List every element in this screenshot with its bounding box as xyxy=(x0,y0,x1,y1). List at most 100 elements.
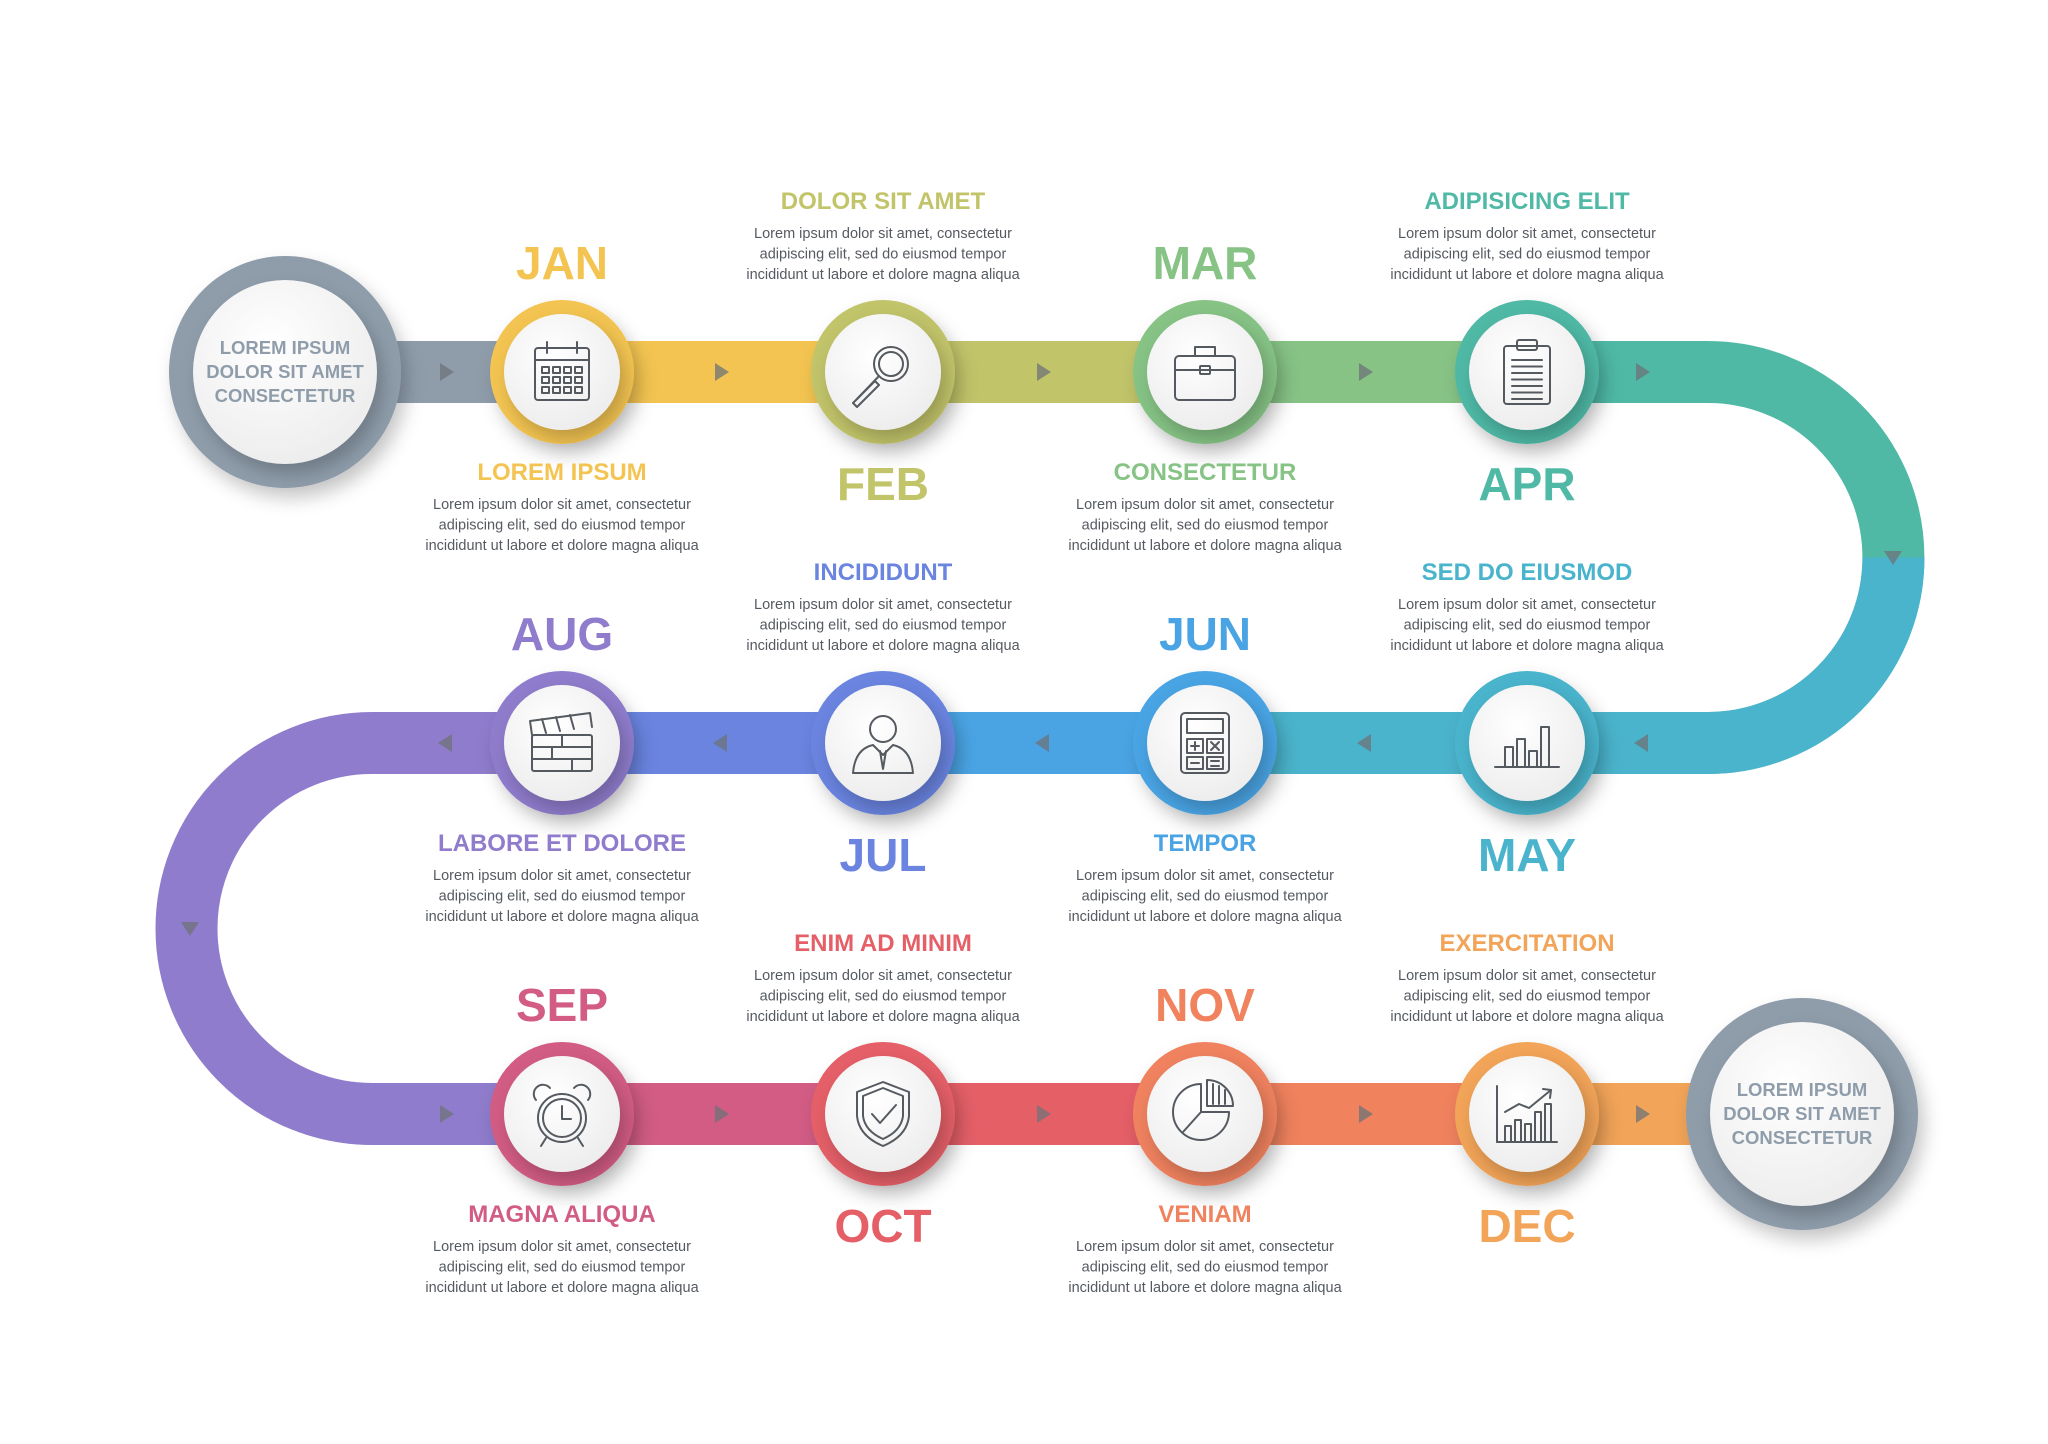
step-node-jan xyxy=(490,300,634,444)
step-title: VENIAM xyxy=(1158,1201,1251,1228)
month-label: DEC xyxy=(1478,1200,1575,1252)
step-description-line: incididunt ut labore et dolore magna ali… xyxy=(746,1009,1020,1025)
step-description-line: incididunt ut labore et dolore magna ali… xyxy=(1068,538,1342,554)
step-description-line: Lorem ipsum dolor sit amet, consectetur xyxy=(1398,968,1656,984)
arrow-icon xyxy=(1636,363,1650,381)
track-curve-right-lower xyxy=(1707,556,1925,774)
calculator-icon xyxy=(1180,712,1230,774)
step-title: SED DO EIUSMOD xyxy=(1422,559,1633,586)
step-title: ENIM AD MINIM xyxy=(794,930,972,957)
step-node-oct xyxy=(811,1042,955,1186)
arrow-icon xyxy=(181,922,199,936)
step-description-line: incididunt ut labore et dolore magna ali… xyxy=(1390,1009,1664,1025)
node-disc xyxy=(1147,685,1263,801)
month-label: MAR xyxy=(1153,237,1258,289)
step-description-line: incididunt ut labore et dolore magna ali… xyxy=(1068,909,1342,925)
step-description-line: adipiscing elit, sed do eiusmod tempor xyxy=(760,618,1007,634)
arrow-icon xyxy=(1636,1105,1650,1123)
arrow-icon xyxy=(1035,734,1049,752)
step-node-jun xyxy=(1133,671,1277,815)
step-description-line: Lorem ipsum dolor sit amet, consectetur xyxy=(1398,597,1656,613)
arrow-icon xyxy=(715,363,729,381)
step-description-line: adipiscing elit, sed do eiusmod tempor xyxy=(439,889,686,905)
track-curve-left xyxy=(155,712,373,1145)
step-title: LOREM IPSUM xyxy=(477,459,646,486)
step-node-sep xyxy=(490,1042,634,1186)
month-label: AUG xyxy=(511,608,613,660)
alarm-clock-icon xyxy=(532,1083,592,1147)
step-title: MAGNA ALIQUA xyxy=(468,1201,656,1228)
growth-chart-icon xyxy=(1496,1085,1558,1143)
month-label: FEB xyxy=(837,458,929,510)
arrow-icon xyxy=(1037,1105,1051,1123)
step-description-line: adipiscing elit, sed do eiusmod tempor xyxy=(760,989,1007,1005)
step-description-line: adipiscing elit, sed do eiusmod tempor xyxy=(1404,989,1651,1005)
node-disc xyxy=(825,1056,941,1172)
step-description-line: incididunt ut labore et dolore magna ali… xyxy=(425,1280,699,1296)
step-description-line: incididunt ut labore et dolore magna ali… xyxy=(746,267,1020,283)
step-labels-apr: APR ADIPISICING ELIT Lorem ipsum dolor sit… xyxy=(1390,188,1664,510)
step-description-line: Lorem ipsum dolor sit amet, consectetur xyxy=(754,226,1012,242)
step-description-line: Lorem ipsum dolor sit amet, consectetur xyxy=(433,868,691,884)
node-disc xyxy=(1469,685,1585,801)
step-description-line: Lorem ipsum dolor sit amet, consectetur xyxy=(1398,226,1656,242)
step-node-dec xyxy=(1455,1042,1599,1186)
step-title: CONSECTETUR xyxy=(1114,459,1297,486)
step-node-mar xyxy=(1133,300,1277,444)
arrow-icon xyxy=(440,363,454,381)
pie-chart-icon xyxy=(1172,1079,1234,1141)
arrow-icon xyxy=(440,1105,454,1123)
step-node-feb xyxy=(811,300,955,444)
step-node-aug xyxy=(490,671,634,815)
month-label: JAN xyxy=(516,237,608,289)
month-label: APR xyxy=(1478,458,1575,510)
month-label: OCT xyxy=(834,1200,931,1252)
end-circle-text: DOLOR SIT AMET xyxy=(206,361,364,382)
month-label: JUL xyxy=(840,829,927,881)
node-disc xyxy=(1469,1056,1585,1172)
end-circle-text: CONSECTETUR xyxy=(1732,1127,1873,1148)
arrow-icon xyxy=(1357,734,1371,752)
step-description-line: adipiscing elit, sed do eiusmod tempor xyxy=(1082,889,1329,905)
month-label: JUN xyxy=(1159,608,1251,660)
step-description-line: Lorem ipsum dolor sit amet, consectetur xyxy=(1076,1239,1334,1255)
step-title: TEMPOR xyxy=(1154,830,1257,857)
end-circle-text: LOREM IPSUM xyxy=(1737,1079,1868,1100)
step-description-line: Lorem ipsum dolor sit amet, consectetur xyxy=(1076,497,1334,513)
step-description-line: incididunt ut labore et dolore magna ali… xyxy=(425,909,699,925)
step-title: LABORE ET DOLORE xyxy=(438,830,686,857)
arrow-icon xyxy=(1359,363,1373,381)
arrow-icon xyxy=(713,734,727,752)
arrow-icon xyxy=(1634,734,1648,752)
node-disc xyxy=(1147,314,1263,430)
month-label: MAY xyxy=(1478,829,1576,881)
step-title: DOLOR SIT AMET xyxy=(781,188,986,215)
step-title: ADIPISICING ELIT xyxy=(1424,188,1630,215)
calendar-icon xyxy=(534,341,590,401)
end-circle-text: LOREM IPSUM xyxy=(220,337,351,358)
briefcase-icon xyxy=(1174,346,1236,401)
step-description-line: adipiscing elit, sed do eiusmod tempor xyxy=(1082,1260,1329,1276)
step-labels-oct: OCT ENIM AD MINIM Lorem ipsum dolor sit am… xyxy=(746,930,1020,1252)
step-description-line: Lorem ipsum dolor sit amet, consectetur xyxy=(754,968,1012,984)
step-node-apr xyxy=(1455,300,1599,444)
arrow-icon xyxy=(1037,363,1051,381)
shield-check-icon xyxy=(856,1081,910,1147)
step-description-line: adipiscing elit, sed do eiusmod tempor xyxy=(439,1260,686,1276)
clapperboard-icon xyxy=(529,712,593,772)
step-node-nov xyxy=(1133,1042,1277,1186)
step-node-may xyxy=(1455,671,1599,815)
node-disc xyxy=(1147,1056,1263,1172)
step-description-line: Lorem ipsum dolor sit amet, consectetur xyxy=(433,1239,691,1255)
step-description-line: incididunt ut labore et dolore magna ali… xyxy=(425,538,699,554)
step-labels-aug: AUG LABORE ET DOLORE Lorem ipsum dolor sit… xyxy=(425,608,699,925)
step-description-line: Lorem ipsum dolor sit amet, consectetur xyxy=(754,597,1012,613)
bar-chart-icon xyxy=(1494,726,1560,768)
